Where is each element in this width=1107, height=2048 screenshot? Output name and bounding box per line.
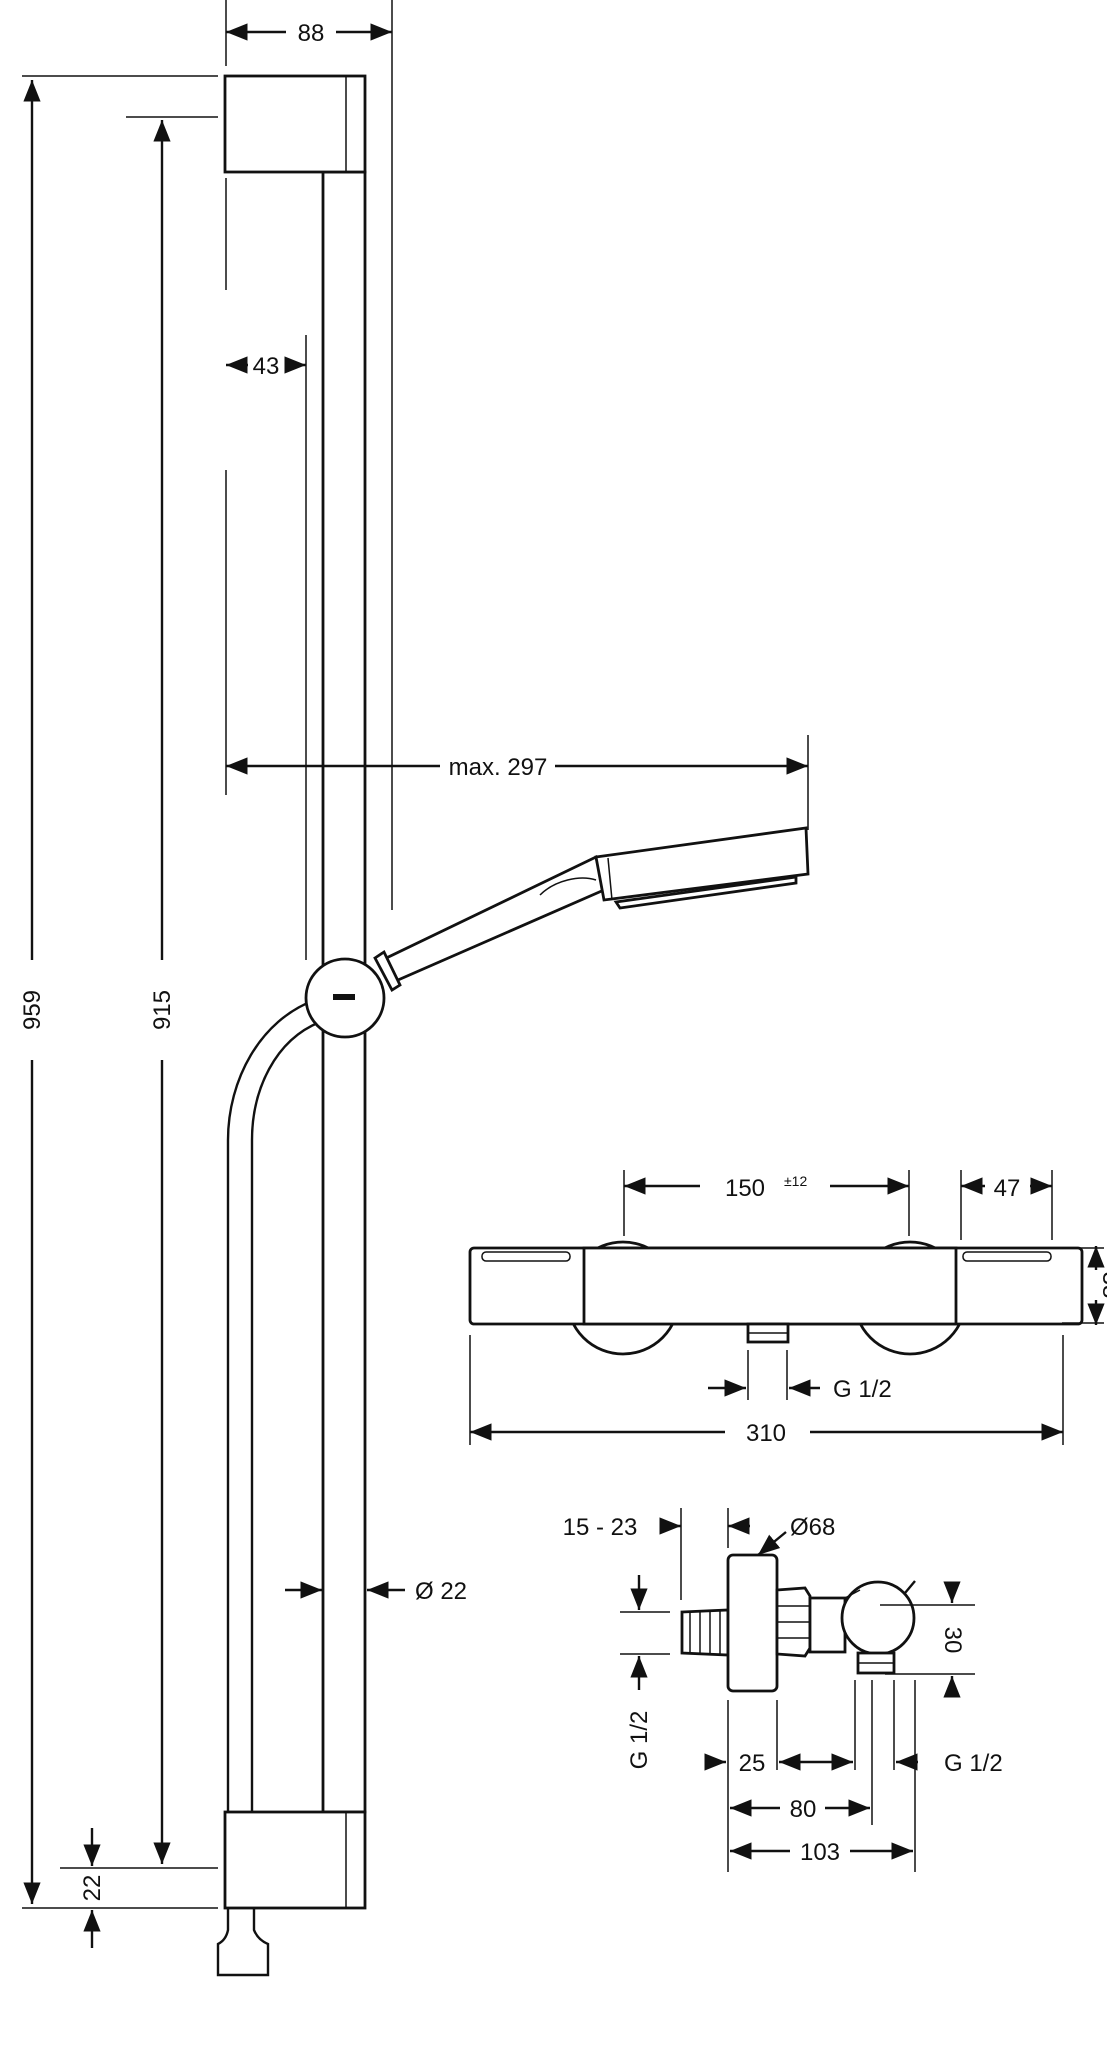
dim-47: 47 [994, 1175, 1021, 1202]
valve-pin [904, 1580, 916, 1594]
dim-30: 30 [939, 1627, 966, 1654]
dim-150: 150 [725, 1175, 765, 1202]
thermostat-front [468, 1240, 1084, 1356]
rosette-side [726, 1553, 779, 1693]
valve-body [840, 1580, 916, 1656]
top-bracket [223, 74, 367, 174]
dim-g12-inlet: G 1/2 [626, 1711, 653, 1770]
dim-310: 310 [746, 1420, 786, 1447]
dim-88: 88 [298, 20, 325, 47]
dim-22: 22 [79, 1875, 106, 1902]
dim-103: 103 [800, 1839, 840, 1866]
bottom-bracket [223, 1810, 367, 1910]
hand-shower-handle [375, 854, 606, 982]
hose-end [216, 1908, 270, 1977]
dim-43: 43 [253, 353, 280, 380]
rail-dimensions: 88 43 959 915 max. 297 Ø 22 22 [19, 0, 809, 1948]
dim-max-297: max. 297 [449, 754, 548, 781]
dim-80: 80 [790, 1796, 817, 1823]
thermostat-side [680, 1553, 916, 1693]
dim-38: 38 [1097, 1272, 1107, 1299]
dim-150-tolerance: ±12 [784, 1173, 807, 1189]
dim-915: 915 [149, 990, 176, 1030]
inlet-connector [680, 1608, 730, 1657]
dim-g12-side: G 1/2 [944, 1750, 1003, 1777]
hose [226, 998, 316, 1812]
dim-15-23: 15 - 23 [563, 1514, 638, 1541]
dim-959: 959 [19, 990, 46, 1030]
hand-shower-head [594, 826, 810, 902]
dim-25: 25 [739, 1750, 766, 1777]
dim-g12-outlet: G 1/2 [833, 1376, 892, 1403]
thermostat-front-dimensions: 150 ±12 47 38 G 1/2 310 [469, 1170, 1107, 1447]
dim-d22: Ø 22 [415, 1578, 467, 1605]
dim-d68: Ø68 [790, 1514, 835, 1541]
thermostat-side-dimensions: 15 - 23 Ø68 G 1/2 30 25 G 1/2 80 103 [563, 1508, 1003, 1872]
shower-rail [216, 74, 810, 1977]
